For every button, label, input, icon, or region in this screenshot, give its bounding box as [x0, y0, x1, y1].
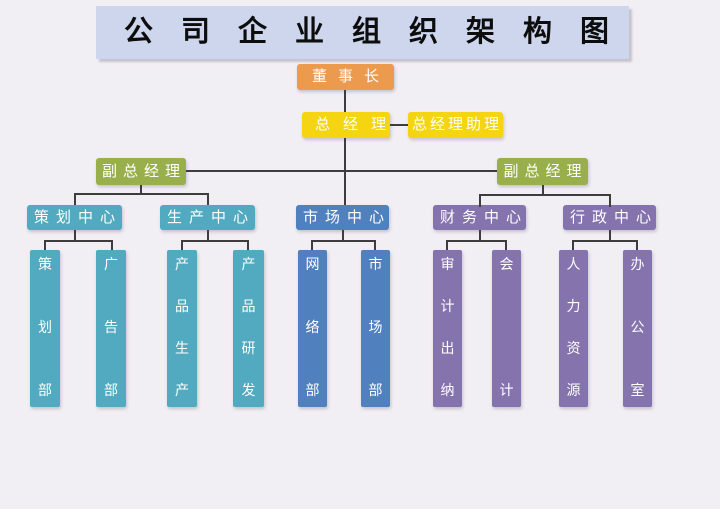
connector-line — [311, 240, 376, 242]
connector-line — [207, 193, 209, 205]
connector-line — [505, 240, 507, 250]
connector-line — [479, 194, 481, 207]
node-deputy-gm-right[interactable]: 副总经理 — [497, 158, 588, 185]
connector-line — [344, 90, 346, 112]
node-dept-product-rnd[interactable]: 产品研发 — [233, 250, 264, 407]
node-center-production[interactable]: 生产中心 — [160, 205, 255, 230]
node-dept-advertising[interactable]: 广告部 — [96, 250, 126, 407]
connector-line — [446, 240, 507, 242]
node-dept-planning[interactable]: 策划部 — [30, 250, 60, 407]
node-dept-office[interactable]: 办公室 — [623, 250, 652, 407]
connector-line — [609, 230, 611, 241]
node-dept-market[interactable]: 市场部 — [361, 250, 390, 407]
connector-line — [44, 240, 113, 242]
connector-line — [572, 240, 638, 242]
node-center-admin[interactable]: 行政中心 — [563, 205, 656, 230]
connector-line — [111, 240, 113, 250]
connector-line — [74, 230, 76, 241]
node-dept-product-production[interactable]: 产品生产 — [167, 250, 197, 407]
connector-line — [572, 240, 574, 250]
connector-line — [247, 240, 249, 250]
connector-line — [542, 185, 544, 195]
connector-line — [181, 240, 183, 250]
connector-line — [207, 230, 209, 241]
node-chairman[interactable]: 董事长 — [297, 64, 394, 90]
node-gm-assistant[interactable]: 总经理助理 — [408, 112, 503, 138]
connector-line — [342, 230, 344, 241]
connector-line — [74, 193, 76, 205]
connector-line — [181, 240, 249, 242]
connector-line — [390, 124, 408, 126]
connector-line — [311, 240, 313, 250]
page-title: 公司企业组织架构图 — [96, 6, 629, 59]
connector-line — [636, 240, 638, 250]
connector-line — [479, 230, 481, 241]
connector-line — [44, 240, 46, 250]
connector-line — [374, 240, 376, 250]
node-center-market[interactable]: 市场中心 — [296, 205, 389, 230]
node-dept-accounting[interactable]: 会计 — [492, 250, 521, 407]
connector-line — [609, 194, 611, 207]
node-dept-network[interactable]: 网络部 — [298, 250, 327, 407]
node-general-manager[interactable]: 总经理 — [302, 112, 390, 138]
connector-line — [74, 193, 209, 195]
connector-line — [140, 185, 142, 194]
node-dept-hr[interactable]: 人力资源 — [559, 250, 588, 407]
node-deputy-gm-left[interactable]: 副总经理 — [96, 158, 186, 185]
node-center-finance[interactable]: 财务中心 — [433, 205, 526, 230]
connector-line — [479, 194, 611, 196]
connector-line — [186, 170, 497, 172]
connector-line — [446, 240, 448, 250]
node-center-planning[interactable]: 策划中心 — [27, 205, 122, 230]
node-dept-audit-cashier[interactable]: 审计出纳 — [433, 250, 462, 407]
